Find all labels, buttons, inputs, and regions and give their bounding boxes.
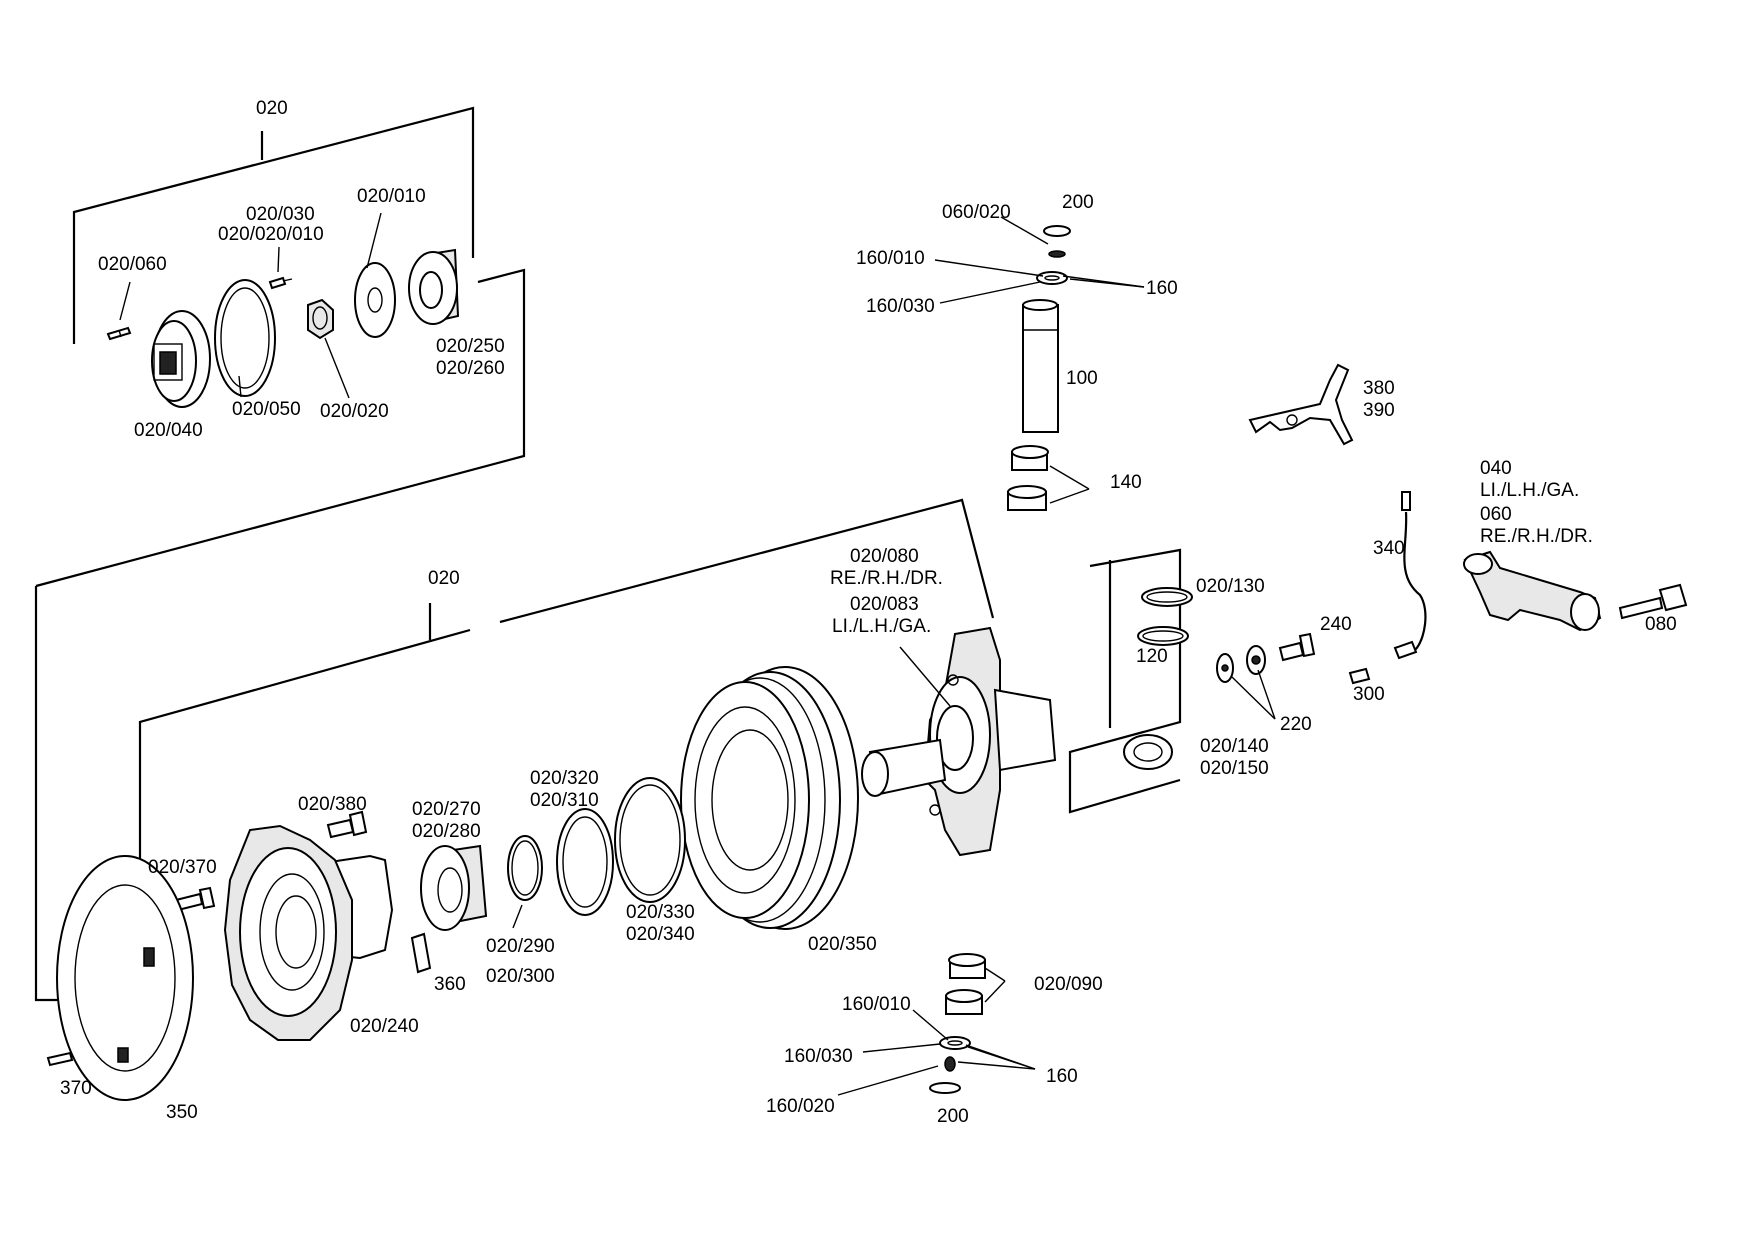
kingpin-100	[1022, 299, 1059, 433]
bracket-020-top-assembly	[35, 106, 526, 588]
bushings-140	[1007, 445, 1049, 511]
label-200-top: 200	[1062, 192, 1094, 213]
nut-020-020	[307, 298, 334, 340]
bearing-020-250	[408, 248, 460, 325]
label-020-380: 020/380	[298, 794, 367, 815]
label-020-020-010: 020/020/010	[218, 224, 324, 245]
label-200-bot: 200	[937, 1106, 969, 1127]
label-040: 040	[1480, 458, 1512, 479]
label-160-top: 160	[1146, 278, 1178, 299]
ring-020-320	[556, 808, 614, 916]
label-020-300: 020/300	[486, 966, 555, 987]
label-020-340: 020/340	[626, 924, 695, 945]
label-160-020: 160/020	[766, 1096, 835, 1117]
label-160-030-bot: 160/030	[784, 1046, 853, 1067]
label-160-010-bot: 160/010	[842, 994, 911, 1015]
label-re-rh-dr-knuckle: RE./R.H./DR.	[830, 568, 943, 589]
label-360: 360	[434, 974, 466, 995]
label-140: 140	[1110, 472, 1142, 493]
label-020-040: 020/040	[134, 420, 203, 441]
cover-plate-020-040	[151, 310, 211, 408]
wheel-hub-020-240	[223, 824, 394, 1041]
label-060: 060	[1480, 504, 1512, 525]
leaders-hub	[512, 904, 523, 929]
clip-360	[410, 932, 432, 974]
label-220: 220	[1280, 714, 1312, 735]
washers-220	[1216, 645, 1266, 683]
bearing-020-270	[420, 844, 488, 931]
label-020-090: 020/090	[1034, 974, 1103, 995]
bushings-020-090	[945, 953, 986, 1015]
label-020-050: 020/050	[232, 399, 301, 420]
label-020-350: 020/350	[808, 934, 877, 955]
label-380: 380	[1363, 378, 1395, 399]
label-390: 390	[1363, 400, 1395, 421]
label-li-lh-ga-arm: LI./L.H./GA.	[1480, 480, 1579, 501]
steering-arm-380	[1248, 363, 1354, 446]
label-020-260: 020/260	[436, 358, 505, 379]
screw-020-030	[268, 276, 293, 290]
label-370: 370	[60, 1078, 92, 1099]
bracket-020-main-assembly	[34, 498, 1182, 1002]
washers-160-top	[1036, 225, 1071, 285]
seal-020-140	[1123, 734, 1173, 770]
label-100: 100	[1066, 368, 1098, 389]
label-020-330: 020/330	[626, 902, 695, 923]
label-020-060: 020/060	[98, 254, 167, 275]
label-020-010: 020/010	[357, 186, 426, 207]
brake-disc-020-350	[680, 666, 859, 930]
label-020-240: 020/240	[350, 1016, 419, 1037]
steering-knuckle-020-080	[861, 626, 1057, 857]
label-340: 340	[1373, 538, 1405, 559]
bolt-080	[1618, 583, 1688, 620]
label-020-270: 020/270	[412, 799, 481, 820]
label-020-290: 020/290	[486, 936, 555, 957]
tone-ring-350	[56, 855, 194, 1101]
label-160-bot: 160	[1046, 1066, 1078, 1087]
label-240: 240	[1320, 614, 1352, 635]
label-160-010-top: 160/010	[856, 248, 925, 269]
bolt-020-380	[326, 810, 368, 839]
label-300: 300	[1353, 684, 1385, 705]
label-120: 120	[1136, 646, 1168, 667]
label-020-main: 020	[428, 568, 460, 589]
label-020-140: 020/140	[1200, 736, 1269, 757]
label-020-150: 020/150	[1200, 758, 1269, 779]
ring-020-330	[614, 777, 686, 903]
label-020-370: 020/370	[148, 857, 217, 878]
label-350: 350	[166, 1102, 198, 1123]
label-020-030: 020/030	[246, 204, 315, 225]
ring-020-290	[507, 835, 543, 901]
label-re-rh-dr-arm: RE./R.H./DR.	[1480, 526, 1593, 547]
leaders-bottom	[837, 967, 1036, 1096]
bolt-370	[46, 1051, 74, 1067]
sensor-cable-340	[1393, 491, 1427, 660]
seals-020-130-120	[1137, 587, 1193, 646]
leaders-top-left	[119, 212, 382, 399]
label-020-080: 020/080	[850, 546, 919, 567]
bolt-240	[1278, 632, 1316, 662]
label-020-250: 020/250	[436, 336, 505, 357]
bolt-300	[1348, 667, 1371, 685]
label-080: 080	[1645, 614, 1677, 635]
label-020-083: 020/083	[850, 594, 919, 615]
washers-160-bottom	[929, 1036, 971, 1094]
label-020-280: 020/280	[412, 821, 481, 842]
label-020-130: 020/130	[1196, 576, 1265, 597]
leaders-knuckle	[899, 646, 1276, 720]
label-020-310: 020/310	[530, 790, 599, 811]
washer-020-010	[354, 262, 396, 338]
leaders-kingpin	[934, 216, 1145, 504]
gasket-020-050	[214, 279, 276, 397]
label-020-top: 020	[256, 98, 288, 119]
label-li-lh-ga-knuckle: LI./L.H./GA.	[832, 616, 931, 637]
arm-040-060	[1463, 550, 1602, 632]
bolt-020-060	[106, 326, 132, 341]
label-020-320: 020/320	[530, 768, 599, 789]
label-060-020: 060/020	[942, 202, 1011, 223]
label-020-020: 020/020	[320, 401, 389, 422]
label-160-030-top: 160/030	[866, 296, 935, 317]
